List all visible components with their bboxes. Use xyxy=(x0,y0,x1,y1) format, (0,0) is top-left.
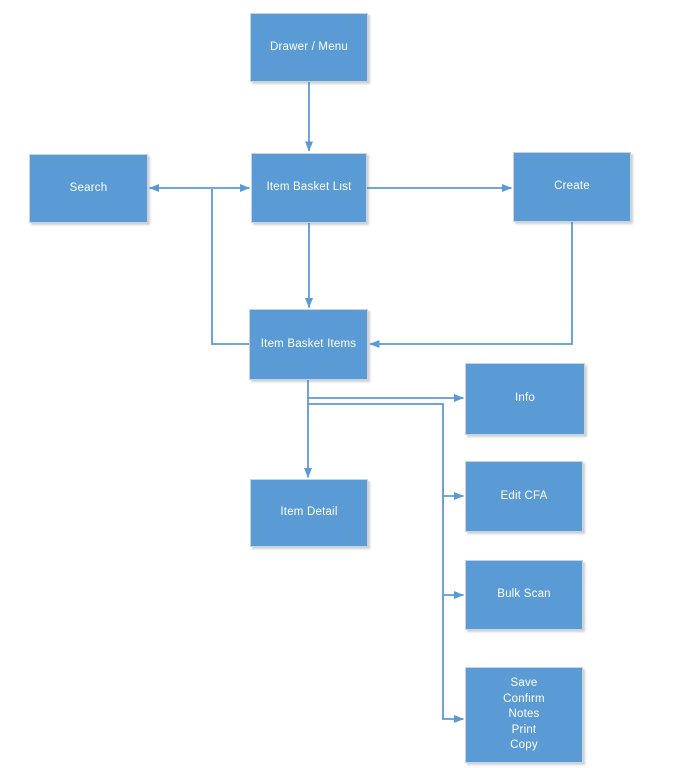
node-edit-cfa: Edit CFA xyxy=(465,461,583,532)
node-bulk-scan: Bulk Scan xyxy=(465,560,583,630)
node-actions-label: Save Confirm Notes Print Copy xyxy=(503,676,545,752)
node-search: Search xyxy=(29,154,148,223)
node-drawer-menu-label: Drawer / Menu xyxy=(269,40,348,53)
node-item-basket-items: Item Basket Items xyxy=(249,309,368,380)
node-create-label: Create xyxy=(554,180,590,193)
node-create: Create xyxy=(513,152,631,222)
node-item-basket-list: Item Basket List xyxy=(251,153,367,223)
node-edit-cfa-label: Edit CFA xyxy=(500,489,548,502)
node-item-basket-items-label: Item Basket Items xyxy=(260,337,357,350)
node-info-label: Info xyxy=(515,392,535,405)
connector-items-trunk-to-actions xyxy=(308,403,464,723)
node-bulk-scan-label: Bulk Scan xyxy=(497,588,551,601)
node-item-detail-label: Item Detail xyxy=(280,506,338,519)
node-item-detail: Item Detail xyxy=(250,479,368,547)
node-save-confirm-notes-print-copy: Save Confirm Notes Print Copy xyxy=(465,667,583,763)
node-drawer-menu: Drawer / Menu xyxy=(250,13,368,82)
connector-create-to-items xyxy=(369,222,573,348)
connector-searchline-to-items xyxy=(211,189,249,345)
node-item-basket-list-label: Item Basket List xyxy=(266,181,352,194)
node-search-label: Search xyxy=(69,181,108,194)
node-info: Info xyxy=(465,363,585,435)
